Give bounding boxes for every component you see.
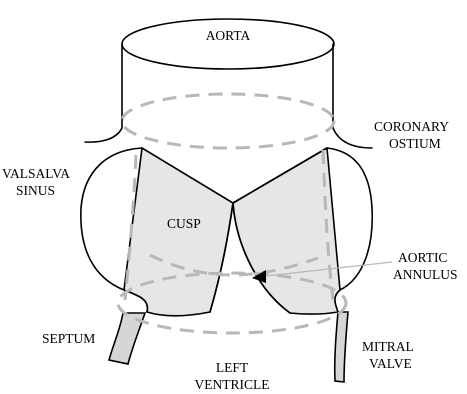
- right-cusp: [233, 148, 340, 314]
- label-left: LEFT: [216, 360, 249, 375]
- label-ventricle: VENTRICLE: [195, 377, 270, 392]
- label-cusp: CUSP: [167, 216, 201, 231]
- aorta-opening: [122, 19, 334, 69]
- label-sinus: SINUS: [16, 183, 55, 198]
- mitral-valve-wall: [335, 312, 348, 382]
- label-valve: VALVE: [369, 356, 412, 371]
- label-septum: SEPTUM: [42, 331, 95, 346]
- sinotubular-ring: [122, 94, 334, 148]
- label-aorta: AORTA: [206, 28, 251, 43]
- label-coronary: CORONARY: [374, 119, 449, 134]
- label-mitral: MITRAL: [362, 339, 414, 354]
- label-ostium: OSTIUM: [389, 136, 441, 151]
- label-valsalva: VALSALVA: [2, 166, 70, 181]
- label-aortic: AORTIC: [398, 250, 447, 265]
- aortic-root-outline: [85, 44, 372, 148]
- label-annulus: ANNULUS: [393, 267, 458, 282]
